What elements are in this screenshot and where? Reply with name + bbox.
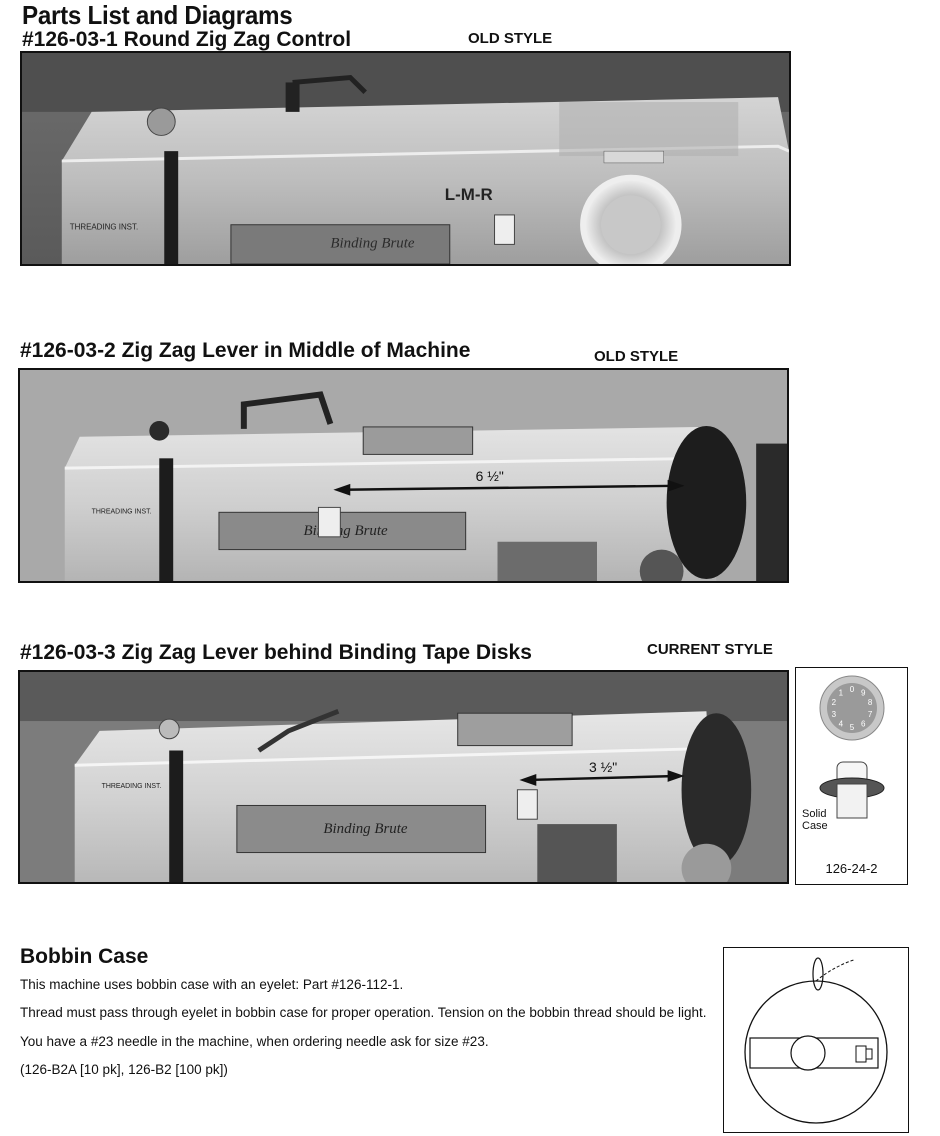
photo-threading-label: THREADING INST. (70, 223, 138, 232)
style-tag-old-1: OLD STYLE (468, 30, 553, 47)
solid-label: Solid (802, 808, 827, 820)
style-tag-old-2: OLD STYLE (594, 348, 679, 365)
photo-brand-text-2: Binding Brute (304, 523, 389, 539)
photo-zigzag-lever-behind-disks: Binding Brute THREADING INST. 3 ½" (18, 670, 789, 884)
page-title: Parts List and Diagrams (22, 0, 293, 30)
dial-number: 7 (868, 710, 873, 719)
arrow-right-icon-3 (667, 770, 685, 782)
section-title-zigzag-middle: #126-03-2 Zig Zag Lever in Middle of Mac… (20, 339, 471, 362)
bobbin-line-1: This machine uses bobbin case with an ey… (20, 977, 404, 992)
dial-number: 8 (868, 698, 873, 707)
case-label: Case (802, 820, 828, 832)
section-title-zigzag-behind-disks: #126-03-3 Zig Zag Lever behind Binding T… (20, 641, 532, 664)
arrow-left-icon-3 (519, 774, 537, 786)
photo-threading-label-3: THREADING INST. (102, 783, 162, 790)
bobbin-line-4: (126-B2A [10 pk], 126-B2 [100 pk]) (20, 1062, 228, 1077)
measurement-label-6-5: 6 ½" (476, 468, 504, 484)
bobbin-title: Bobbin Case (20, 945, 149, 968)
measurement-arrow-line (343, 484, 677, 491)
dial-number: 0 (850, 685, 855, 694)
arrow-right-icon (667, 479, 685, 492)
photo-round-zigzag-control: Binding Brute L-M-R THREADING INST. (20, 51, 791, 266)
section-title-round-zigzag: #126-03-1 Round Zig Zag Control (22, 28, 352, 51)
dial-number: 2 (832, 698, 837, 707)
measurement-arrow-line-3 (529, 774, 677, 782)
bobbin-diagram (723, 947, 909, 1133)
part-number: 126-24-2 (825, 861, 878, 876)
dial-number: 6 (861, 719, 866, 728)
dial-number: 4 (839, 719, 844, 728)
measurement-label-3-5: 3 ½" (589, 759, 617, 775)
style-tag-current: CURRENT STYLE (647, 641, 773, 658)
dial-number: 3 (832, 710, 837, 719)
photo-brand-text: Binding Brute (330, 235, 415, 251)
bobbin-line-2: Thread must pass through eyelet in bobbi… (20, 1005, 707, 1020)
photo-lmr-plate: L-M-R (445, 185, 493, 204)
photo-brand-text-3: Binding Brute (323, 821, 408, 837)
bobbin-line-3: You have a #23 needle in the machine, wh… (20, 1034, 489, 1049)
dial-number: 1 (839, 689, 844, 698)
dial-number: 5 (850, 723, 855, 732)
photo-zigzag-lever-middle: Binding Brute THREADING INST. 6 ½" (18, 368, 789, 583)
photo-threading-label-2: THREADING INST. (92, 508, 152, 515)
dial-number: 9 (861, 689, 866, 698)
arrow-left-icon (333, 483, 351, 496)
eyelet-icon (812, 957, 824, 991)
